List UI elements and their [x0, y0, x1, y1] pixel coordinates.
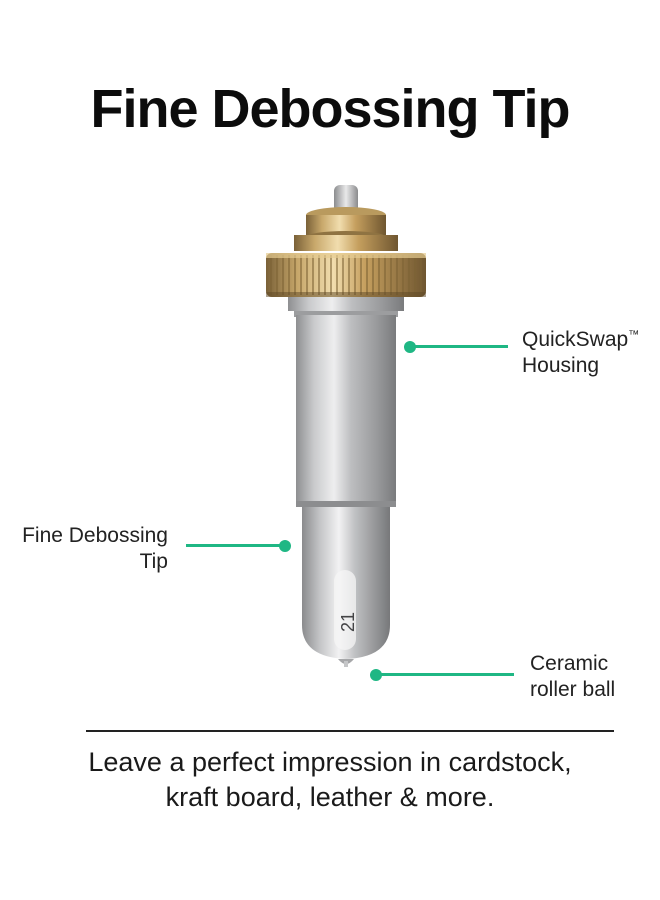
- callout-tip-line1: Fine Debossing: [22, 524, 168, 547]
- callout-line-housing: [410, 345, 508, 348]
- brass-gear: [266, 253, 426, 297]
- trademark-symbol: ™: [628, 329, 640, 341]
- tagline: Leave a perfect impression in cardstock,…: [0, 745, 660, 815]
- callout-roller-line1: Ceramic: [530, 652, 609, 675]
- debossing-tip-illustration: 21: [266, 185, 426, 667]
- callout-line-roller: [376, 673, 514, 676]
- debossing-tip-body: 21: [302, 507, 390, 667]
- brass-cap: [294, 207, 398, 251]
- callout-housing-line2: Housing: [522, 354, 600, 377]
- callout-roller-line2: roller ball: [530, 678, 616, 701]
- tagline-line1: Leave a perfect impression in cardstock,: [88, 747, 572, 777]
- callout-dot-tip: [279, 540, 291, 552]
- divider: [86, 730, 614, 732]
- callout-tip-line2: Tip: [139, 550, 168, 573]
- callout-label-tip: Fine Debossing Tip: [22, 523, 168, 575]
- engraved-number: 21: [338, 612, 358, 632]
- top-pin: [334, 185, 358, 213]
- callout-housing-line1: QuickSwap™: [522, 328, 640, 351]
- callout-label-roller: Ceramic roller ball: [530, 651, 615, 703]
- page-title: Fine Debossing Tip: [90, 79, 570, 139]
- tagline-line2: kraft board, leather & more.: [165, 782, 495, 812]
- quickswap-housing-body: [296, 315, 396, 507]
- callout-label-housing: QuickSwap™ Housing: [522, 322, 639, 379]
- silver-collar: [288, 297, 404, 317]
- callout-line-tip: [186, 544, 284, 547]
